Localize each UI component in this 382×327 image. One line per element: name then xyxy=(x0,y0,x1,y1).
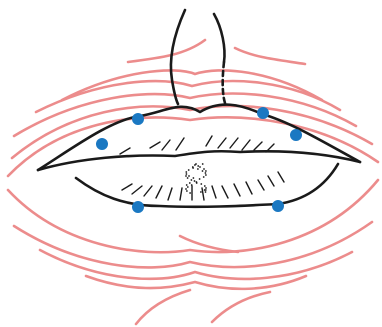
stipple-dot xyxy=(194,180,196,182)
stipple-dot xyxy=(186,190,188,192)
stipple-dot xyxy=(185,171,187,173)
hatch-stroke xyxy=(242,140,250,150)
mouth-line xyxy=(38,151,360,170)
stipple-dot xyxy=(191,179,193,181)
stipple-dot xyxy=(203,168,205,170)
hatch-stroke xyxy=(120,148,130,154)
stipple-dot xyxy=(202,170,204,172)
landmark-marker-4 xyxy=(96,138,108,150)
landmark-markers xyxy=(96,107,302,213)
hatch-stroke xyxy=(258,180,264,190)
hatch-stroke xyxy=(202,188,204,200)
landmark-marker-3 xyxy=(290,129,302,141)
stipple-dot xyxy=(194,164,196,166)
stipple-dot xyxy=(205,174,207,176)
hatch-stroke xyxy=(162,140,170,150)
landmark-marker-2 xyxy=(257,107,269,119)
hatch-stroke xyxy=(246,182,252,194)
stipple-dot xyxy=(185,175,187,177)
stipple-dot xyxy=(200,191,202,193)
stipple-dot xyxy=(204,185,206,187)
hatch-stroke xyxy=(132,186,142,194)
stipple-dot xyxy=(193,177,195,179)
philtrum-right-dashed xyxy=(223,62,226,106)
muscle-line xyxy=(235,48,305,64)
landmark-marker-5 xyxy=(132,201,144,213)
hatch-stroke xyxy=(268,176,274,186)
hatch-stroke xyxy=(168,188,172,200)
hatch-stroke xyxy=(254,142,262,150)
stipple-dot xyxy=(188,175,190,177)
hatch-stroke xyxy=(218,138,226,148)
hatch-stroke xyxy=(206,136,212,146)
stipple-dot xyxy=(197,165,199,167)
stipple-dot xyxy=(202,163,204,165)
hatch-stroke xyxy=(278,172,284,182)
hatch-stroke xyxy=(222,186,228,198)
lip-hatching xyxy=(120,136,284,200)
stipple-dot xyxy=(199,166,201,168)
stipple-dot xyxy=(186,184,188,186)
philtrum-right xyxy=(214,14,225,62)
muscle-line xyxy=(128,40,205,62)
hatch-stroke xyxy=(122,184,132,190)
hatch-stroke xyxy=(180,188,182,200)
stipple-dot xyxy=(187,186,189,188)
hatch-stroke xyxy=(176,138,184,150)
muscle-line xyxy=(136,290,190,324)
hatch-stroke xyxy=(212,186,216,198)
landmark-marker-1 xyxy=(132,113,144,125)
hatch-stroke xyxy=(230,138,238,148)
philtrum-lines xyxy=(171,10,226,106)
stipple-dot xyxy=(189,182,191,184)
philtrum-left xyxy=(171,10,185,104)
muscle-line xyxy=(212,292,270,322)
stipple-dot xyxy=(205,172,207,174)
stipple-dot xyxy=(205,187,207,189)
lower-muscle-lines xyxy=(8,180,378,324)
stipple-dot xyxy=(199,178,201,180)
landmark-marker-6 xyxy=(272,200,284,212)
stipple-dot xyxy=(205,189,207,191)
stipple-dot xyxy=(188,169,190,171)
stipple-dot xyxy=(205,170,207,172)
hatch-stroke xyxy=(156,186,162,198)
stipple-dot xyxy=(197,168,199,170)
stipple-dot xyxy=(196,182,198,184)
hatch-stroke xyxy=(144,186,152,196)
stipple-dot xyxy=(192,166,194,168)
stipple-dot xyxy=(205,191,207,193)
stipple-dot xyxy=(191,184,193,186)
hatch-stroke xyxy=(234,184,240,196)
stipple-dot xyxy=(186,173,188,175)
lower-lip-outline xyxy=(76,164,338,207)
stipple-dot xyxy=(203,176,205,178)
stipple-dot xyxy=(200,183,202,185)
hatch-stroke xyxy=(150,142,160,148)
stipple-dot xyxy=(187,177,189,179)
stipple-dot xyxy=(189,192,191,194)
stipple-dot xyxy=(185,188,187,190)
